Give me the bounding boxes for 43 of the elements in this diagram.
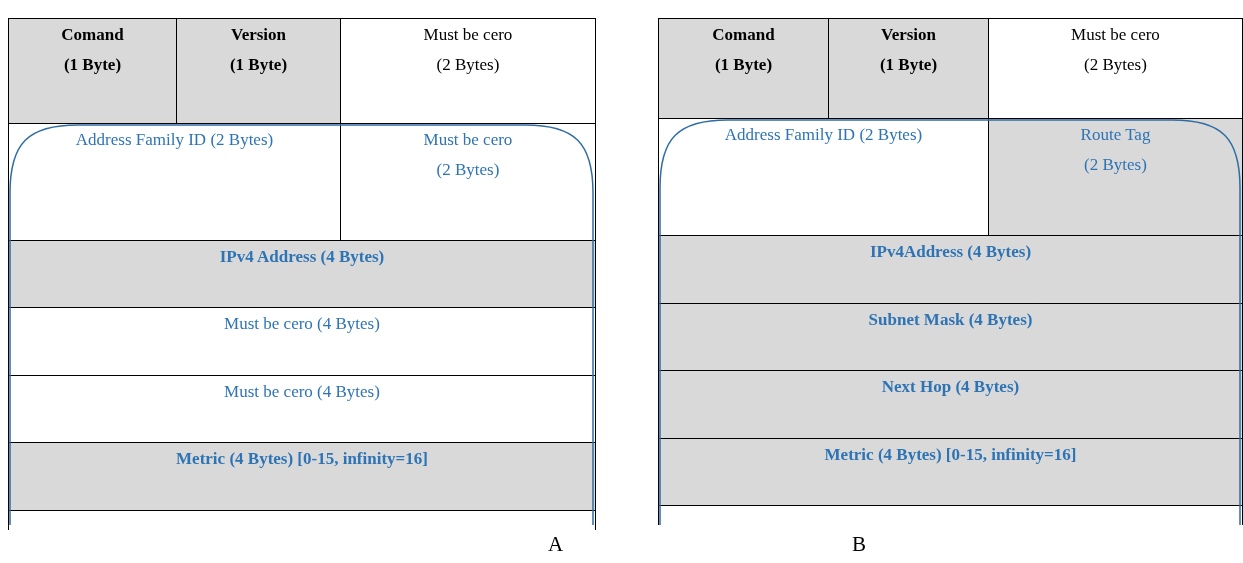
field-label: (2 Bytes) xyxy=(1084,55,1147,75)
panel-label: B xyxy=(852,532,866,556)
field-cell xyxy=(828,18,989,119)
field-label: (2 Bytes) xyxy=(436,160,500,180)
field-label: (1 Byte) xyxy=(229,55,288,75)
field-label: Version xyxy=(230,25,287,45)
field-label: IPv4 Address (4 Bytes) xyxy=(219,247,385,267)
field-cell xyxy=(658,235,1243,304)
field-label: (1 Byte) xyxy=(63,55,122,75)
field-label: Must be cero (4 Bytes) xyxy=(224,314,380,334)
field-label: Must be cero xyxy=(1071,25,1160,45)
field-label: Subnet Mask (4 Bytes) xyxy=(868,310,1033,330)
field-label: (1 Byte) xyxy=(879,55,938,75)
field-cell xyxy=(8,307,596,376)
field-label: Next Hop (4 Bytes) xyxy=(881,377,1020,397)
field-cell xyxy=(988,18,1243,119)
field-cell xyxy=(176,18,341,124)
field-label: Metric (4 Bytes) [0-15, infinity=16] xyxy=(176,449,428,469)
field-label: Must be cero xyxy=(423,130,513,150)
field-label: IPv4Address (4 Bytes) xyxy=(869,242,1032,262)
field-cell xyxy=(988,118,1243,236)
field-cell xyxy=(340,18,596,124)
field-cell xyxy=(658,18,829,119)
field-label: Address Family ID (2 Bytes) xyxy=(724,125,923,145)
field-label: (2 Bytes) xyxy=(1084,155,1147,175)
field-cell xyxy=(658,303,1243,371)
field-cell xyxy=(8,240,596,308)
field-cell xyxy=(658,370,1243,439)
field-label: Metric (4 Bytes) [0-15, infinity=16] xyxy=(824,445,1077,465)
field-cell xyxy=(8,375,596,443)
field-label: (2 Bytes) xyxy=(436,55,500,75)
field-cell xyxy=(658,438,1243,506)
field-label: Route Tag xyxy=(1080,125,1151,145)
field-label: Comand xyxy=(61,25,124,45)
field-label: Address Family ID (2 Bytes) xyxy=(75,130,274,150)
field-cell xyxy=(8,442,596,511)
field-label: (1 Byte) xyxy=(714,55,773,75)
field-label: Must be cero xyxy=(423,25,513,45)
field-label: Must be cero (4 Bytes) xyxy=(224,382,380,402)
panel-label: A xyxy=(548,532,564,556)
field-label: Comand xyxy=(712,25,775,45)
field-cell xyxy=(8,18,177,124)
field-label: Version xyxy=(880,25,937,45)
